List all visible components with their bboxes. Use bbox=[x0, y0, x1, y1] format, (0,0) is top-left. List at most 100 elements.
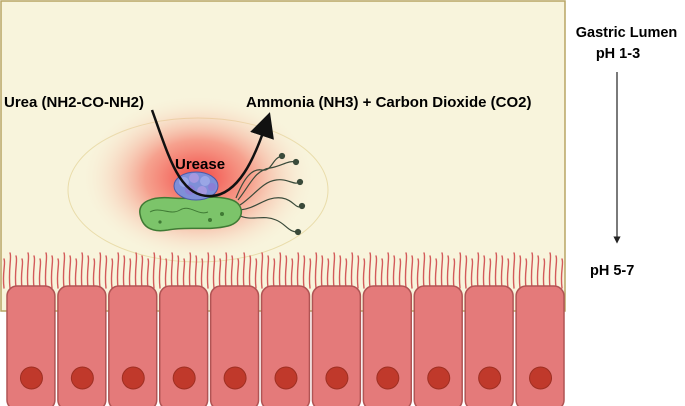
microvillus bbox=[380, 258, 384, 289]
microvillus bbox=[140, 255, 144, 289]
microvillus bbox=[14, 255, 18, 289]
microvillus bbox=[482, 255, 486, 289]
cell-nucleus bbox=[121, 366, 145, 390]
microvillus bbox=[242, 252, 246, 289]
microvillus bbox=[158, 255, 162, 289]
microvillus bbox=[326, 258, 330, 289]
microvillus bbox=[236, 258, 240, 289]
microvillus bbox=[368, 252, 372, 289]
microvillus bbox=[476, 252, 480, 289]
microvillus bbox=[488, 258, 492, 289]
bacterium bbox=[139, 196, 242, 232]
microvillus bbox=[428, 255, 432, 289]
microvillus bbox=[218, 258, 222, 289]
microvillus bbox=[392, 255, 396, 289]
microvillus bbox=[278, 252, 282, 289]
microvillus bbox=[272, 258, 276, 289]
cell-nucleus bbox=[427, 366, 451, 390]
lumen-title: Gastric Lumen bbox=[575, 25, 678, 41]
microvillus bbox=[260, 252, 264, 289]
cell-nucleus bbox=[478, 366, 502, 390]
microvillus bbox=[560, 258, 564, 289]
cell-nucleus bbox=[70, 366, 94, 390]
microvillus bbox=[230, 255, 234, 289]
microvillus bbox=[116, 252, 120, 289]
microvillus bbox=[74, 258, 78, 289]
microvillus bbox=[512, 252, 516, 289]
microvillus bbox=[452, 258, 456, 289]
epithelial-cell bbox=[108, 285, 158, 406]
epithelial-cell bbox=[464, 285, 514, 406]
microvillus bbox=[38, 258, 42, 289]
epithelial-cell bbox=[311, 285, 362, 406]
epithelial-cell bbox=[260, 285, 311, 406]
microvillus bbox=[164, 258, 168, 289]
microvillus bbox=[134, 252, 138, 289]
microvillus bbox=[536, 255, 540, 289]
microvillus bbox=[296, 252, 300, 289]
microvillus bbox=[20, 258, 24, 289]
microvillus bbox=[290, 258, 294, 289]
epithelial-cell bbox=[209, 285, 260, 406]
microvillus bbox=[500, 255, 504, 289]
products-label: Ammonia (NH3) + Carbon Dioxide (CO2) bbox=[246, 94, 532, 111]
microvillus bbox=[398, 258, 402, 289]
microvillus bbox=[146, 258, 150, 289]
microvillus bbox=[200, 258, 204, 289]
microvillus bbox=[518, 255, 522, 289]
cell-nucleus bbox=[325, 366, 349, 390]
microvillus bbox=[464, 255, 468, 289]
lumen-ph-label: pH 1-3 bbox=[595, 46, 641, 62]
microvillus bbox=[182, 258, 186, 289]
microvillus bbox=[8, 252, 12, 289]
substrate-label: Urea (NH2-CO-NH2) bbox=[4, 94, 145, 111]
microvillus bbox=[188, 252, 192, 289]
microvillus bbox=[98, 252, 102, 289]
microvillus bbox=[92, 258, 96, 289]
microvillus bbox=[212, 255, 216, 289]
microvillus bbox=[338, 255, 342, 289]
microvillus bbox=[350, 252, 354, 289]
microvillus bbox=[86, 255, 90, 289]
cell-nucleus bbox=[19, 366, 43, 390]
microvillus bbox=[344, 258, 348, 289]
microvillus bbox=[458, 252, 462, 289]
microvillus bbox=[254, 258, 258, 289]
microvillus bbox=[320, 255, 324, 289]
microvillus bbox=[80, 252, 84, 289]
microvillus bbox=[446, 255, 450, 289]
cell-nucleus bbox=[274, 366, 298, 390]
cell-nucleus bbox=[223, 366, 247, 390]
microvillus bbox=[416, 258, 420, 289]
microvillus bbox=[308, 258, 312, 289]
microvillus bbox=[248, 255, 252, 289]
microvillus bbox=[44, 252, 48, 289]
epithelial-cell bbox=[515, 285, 565, 406]
microvillus bbox=[32, 255, 36, 289]
epithelial-cell bbox=[158, 285, 209, 406]
microvillus bbox=[314, 252, 318, 289]
microvillus bbox=[356, 255, 360, 289]
microvillus bbox=[404, 252, 408, 289]
microvillus bbox=[362, 258, 366, 289]
microvillus bbox=[374, 255, 378, 289]
microvillus bbox=[548, 252, 552, 289]
microvillus bbox=[104, 255, 108, 289]
microvillus bbox=[176, 255, 180, 289]
microvillus bbox=[128, 258, 132, 289]
microvillus bbox=[170, 252, 174, 289]
microvillus bbox=[224, 252, 228, 289]
microvillus bbox=[50, 255, 54, 289]
flagella bbox=[235, 152, 306, 236]
microvillus bbox=[122, 255, 126, 289]
cell-nucleus bbox=[376, 366, 400, 390]
microvillus bbox=[524, 258, 528, 289]
microvillus bbox=[56, 258, 60, 289]
mucosa-ph-label: pH 5-7 bbox=[590, 263, 635, 279]
microvillus bbox=[266, 255, 270, 289]
microvillus bbox=[440, 252, 444, 289]
epithelial-cell bbox=[6, 285, 56, 406]
cell-nucleus bbox=[529, 366, 553, 390]
reaction-arrow bbox=[150, 109, 274, 198]
